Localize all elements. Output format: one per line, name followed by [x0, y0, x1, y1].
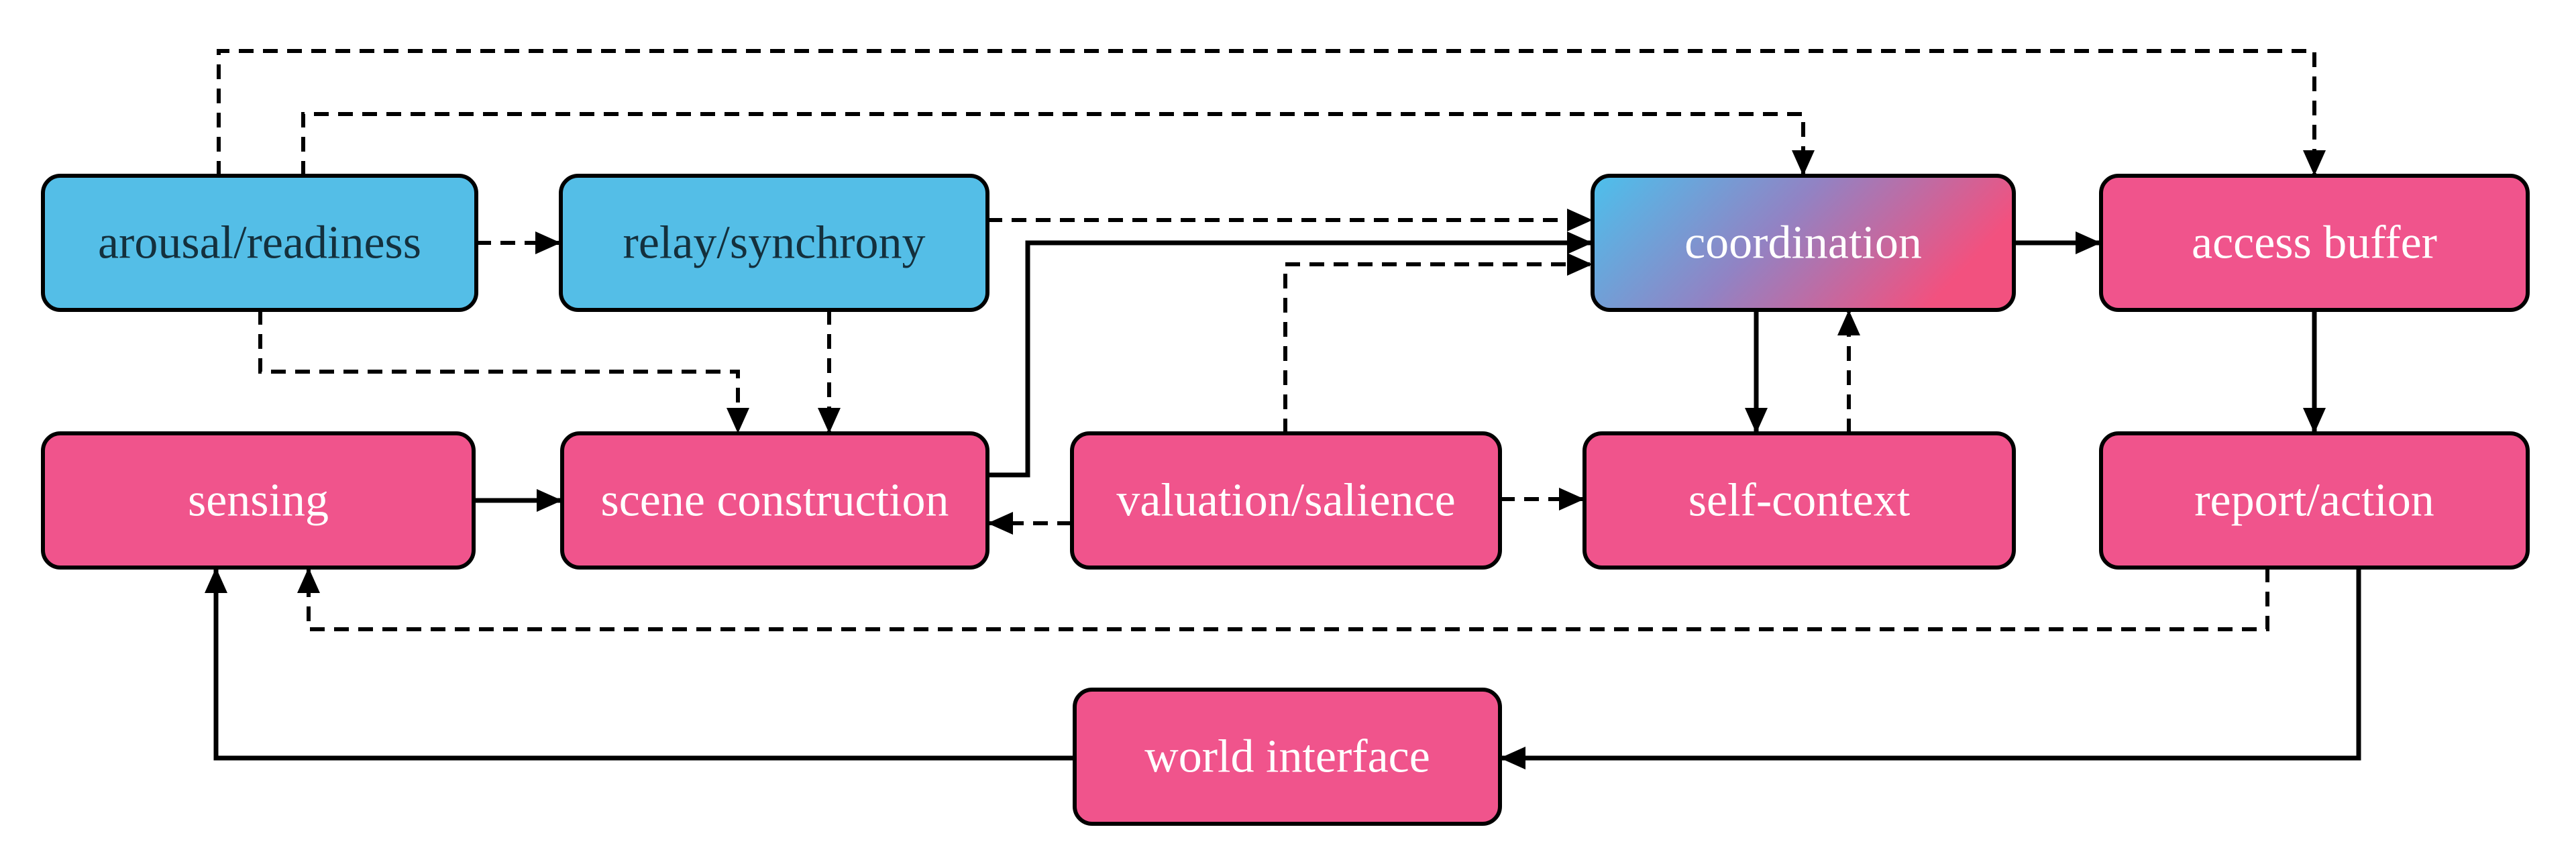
edge-world-interface-to-sensing: [205, 568, 1075, 761]
edge-arousal-to-scene-construction: [258, 310, 749, 433]
node-relay-synchrony-box: [559, 174, 989, 312]
node-report-action-label: report/action: [2194, 475, 2434, 527]
edge-valuation-to-coordination: [1283, 253, 1593, 433]
node-world-interface: world interface: [1073, 688, 1502, 826]
edges-layer: [205, 49, 2361, 769]
node-scene-construction: scene construction: [560, 431, 989, 570]
edge-scene-construction-to-coordination: [987, 231, 1593, 478]
node-access-buffer: access buffer: [2099, 174, 2530, 312]
node-sensing-box: [41, 431, 476, 570]
node-coordination: coordination: [1591, 174, 2016, 312]
node-scene-construction-box: [560, 431, 989, 570]
node-sensing: sensing: [41, 431, 476, 570]
node-arousal-readiness: arousal/readiness: [41, 174, 478, 312]
node-arousal-readiness-label: arousal/readiness: [98, 217, 421, 269]
edge-report-to-world-interface: [1500, 568, 2361, 769]
node-valuation-salience: valuation/salience: [1070, 431, 1502, 570]
node-self-context-box: [1582, 431, 2016, 570]
node-valuation-salience-label: valuation/salience: [1116, 475, 1455, 527]
node-scene-construction-label: scene construction: [601, 475, 949, 527]
edge-arousal-to-coordination: [301, 112, 1815, 176]
node-access-buffer-box: [2099, 174, 2530, 312]
node-access-buffer-label: access buffer: [2192, 217, 2437, 269]
node-report-action: report/action: [2099, 431, 2530, 570]
node-world-interface-label: world interface: [1144, 731, 1430, 783]
node-self-context: self-context: [1582, 431, 2016, 570]
node-relay-synchrony: relay/synchrony: [559, 174, 989, 312]
node-world-interface-box: [1073, 688, 1502, 826]
node-coordination-label: coordination: [1684, 217, 1922, 269]
node-report-action-box: [2099, 431, 2530, 570]
node-arousal-readiness-box: [41, 174, 478, 312]
node-valuation-salience-box: [1070, 431, 1502, 570]
node-sensing-label: sensing: [188, 475, 329, 527]
node-self-context-label: self-context: [1688, 475, 1911, 527]
nodes-layer: arousal/readiness relay/synchrony coordi…: [41, 174, 2530, 826]
edge-arousal-to-access-buffer: [217, 49, 2326, 176]
edge-report-to-sensing: [297, 568, 2269, 631]
node-relay-synchrony-label: relay/synchrony: [623, 217, 926, 269]
node-coordination-box: [1591, 174, 2016, 312]
